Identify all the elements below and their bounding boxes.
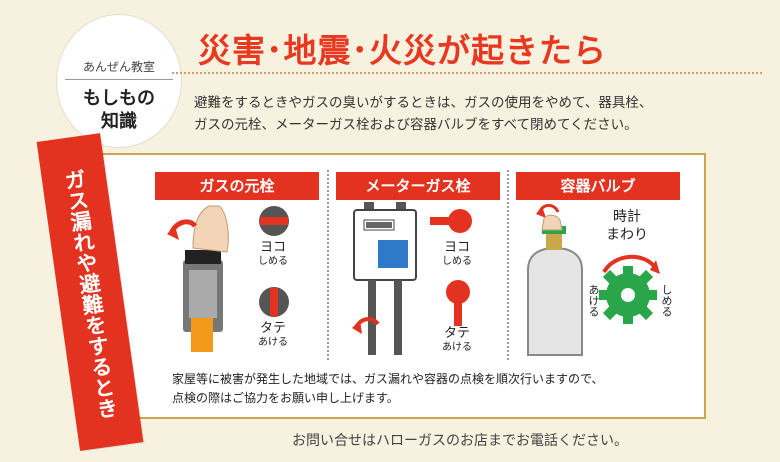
meter-valve-open-sub: あける	[442, 342, 472, 353]
contact-footer: お問い合せはハローガスのお店までお電話ください。	[292, 433, 628, 449]
section-divider-2	[507, 170, 509, 360]
section-label-meter-valve: メーターガス栓	[336, 172, 500, 200]
badge-title: もしもの 知識	[57, 87, 181, 133]
note-line1: 家屋等に被害が発生した地域では、ガス漏れや容器の点検を順次行いますので、	[172, 372, 604, 386]
safety-class-badge: あんぜん教室 もしもの 知識	[56, 14, 182, 148]
cylinder-open-direction: あける	[587, 284, 600, 317]
main-valve-closed-icon	[259, 206, 289, 236]
main-valve-open-text: タテ	[259, 321, 286, 336]
meter-valve-open-text: タテ	[443, 326, 470, 341]
meter-valve-closed-icon	[430, 209, 472, 233]
intro-line2: ガスの元栓、メーターガス栓および容器バルブをすべて閉めてください。	[194, 117, 638, 133]
meter-valve-open-label: タテ あける	[432, 326, 482, 355]
valve-handle-icon	[599, 266, 657, 324]
badge-title-line1: もしもの	[83, 88, 155, 109]
badge-title-line2: 知識	[101, 111, 137, 132]
meter-valve-close-sub: しめる	[442, 256, 472, 267]
intro-text: 避難をするときやガスの臭いがするときは、ガスの使用をやめて、器具栓、 ガスの元栓…	[194, 92, 652, 136]
gas-cylinder-illustration	[527, 204, 583, 356]
badge-divider	[65, 79, 173, 80]
clockwise-line2: まわり	[606, 227, 648, 243]
inspection-note: 家屋等に被害が発生した地域では、ガス漏れや容器の点検を順次行いますので、 点検の…	[172, 370, 604, 408]
main-valve-close-sub: しめる	[258, 256, 288, 267]
cylinder-close-direction: しめる	[660, 284, 673, 317]
main-valve-open-sub: あける	[258, 337, 288, 348]
section-divider-1	[327, 170, 329, 360]
clockwise-line1: 時計	[613, 209, 641, 225]
page-title: 災害･地震･火災が起きたら	[198, 31, 607, 70]
main-valve-hand-illustration	[167, 205, 229, 352]
clockwise-label: 時計 まわり	[603, 208, 651, 244]
gas-meter-illustration	[352, 202, 417, 355]
main-valve-open-icon	[259, 287, 289, 317]
section-label-main-valve: ガスの元栓	[155, 172, 319, 200]
main-valve-open-label: タテ あける	[248, 321, 298, 350]
main-valve-close-label: ヨコ しめる	[248, 240, 298, 269]
note-line2: 点検の際はご協力をお願い申し上げます。	[172, 391, 399, 405]
clockwise-arrow-icon	[602, 254, 660, 274]
badge-category: あんぜん教室	[82, 60, 155, 74]
intro-line1: 避難をするときやガスの臭いがするときは、ガスの使用をやめて、器具栓、	[194, 95, 653, 111]
meter-valve-close-text: ヨコ	[443, 240, 470, 255]
section-label-cylinder-valve: 容器バルブ	[516, 172, 680, 200]
main-valve-close-text: ヨコ	[259, 240, 286, 255]
meter-valve-close-label: ヨコ しめる	[432, 240, 482, 269]
meter-valve-open-icon	[446, 280, 470, 326]
title-underline	[172, 72, 762, 76]
